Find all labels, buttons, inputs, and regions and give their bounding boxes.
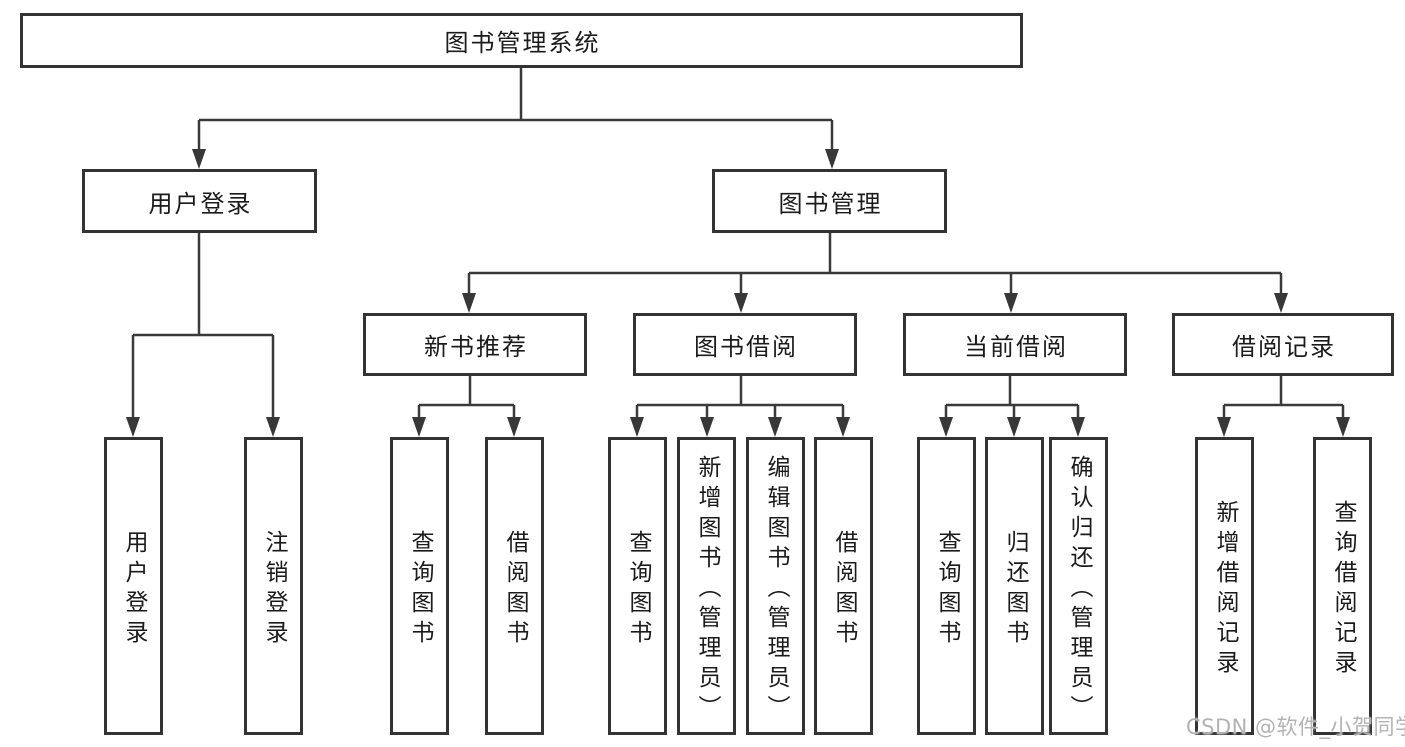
leaf-borrow-books-recommend: 借阅图书 (485, 437, 544, 735)
node-library-management-system: 图书管理系统 (20, 13, 1023, 68)
leaf-query-books-borrow: 查询图书 (608, 437, 667, 735)
node-user-login: 用户登录 (82, 169, 317, 233)
node-current-borrow: 当前借阅 (903, 313, 1127, 376)
node-borrow-records: 借阅记录 (1172, 313, 1394, 376)
leaf-return-book: 归还图书 (985, 437, 1044, 735)
node-book-borrow: 图书借阅 (633, 313, 857, 376)
leaf-add-borrow-record: 新增借阅记录 (1195, 437, 1254, 735)
leaf-add-book-admin: 新增图书（管理员） (677, 437, 736, 735)
leaf-query-books-recommend: 查询图书 (390, 437, 449, 735)
leaf-query-books-current: 查询图书 (917, 437, 976, 735)
leaf-query-borrow-record: 查询借阅记录 (1313, 437, 1372, 735)
leaf-edit-book-admin: 编辑图书（管理员） (746, 437, 805, 735)
leaf-confirm-return-admin: 确认归还（管理员） (1049, 437, 1108, 735)
csdn-watermark: CSDN @软件_小贺同学 (1186, 715, 1405, 739)
node-new-book-recommend: 新书推荐 (363, 313, 587, 376)
leaf-borrow-books-borrow: 借阅图书 (814, 437, 873, 735)
node-book-management: 图书管理 (712, 169, 947, 233)
leaf-user-login: 用户登录 (104, 437, 163, 735)
leaf-logout: 注销登录 (244, 437, 303, 735)
